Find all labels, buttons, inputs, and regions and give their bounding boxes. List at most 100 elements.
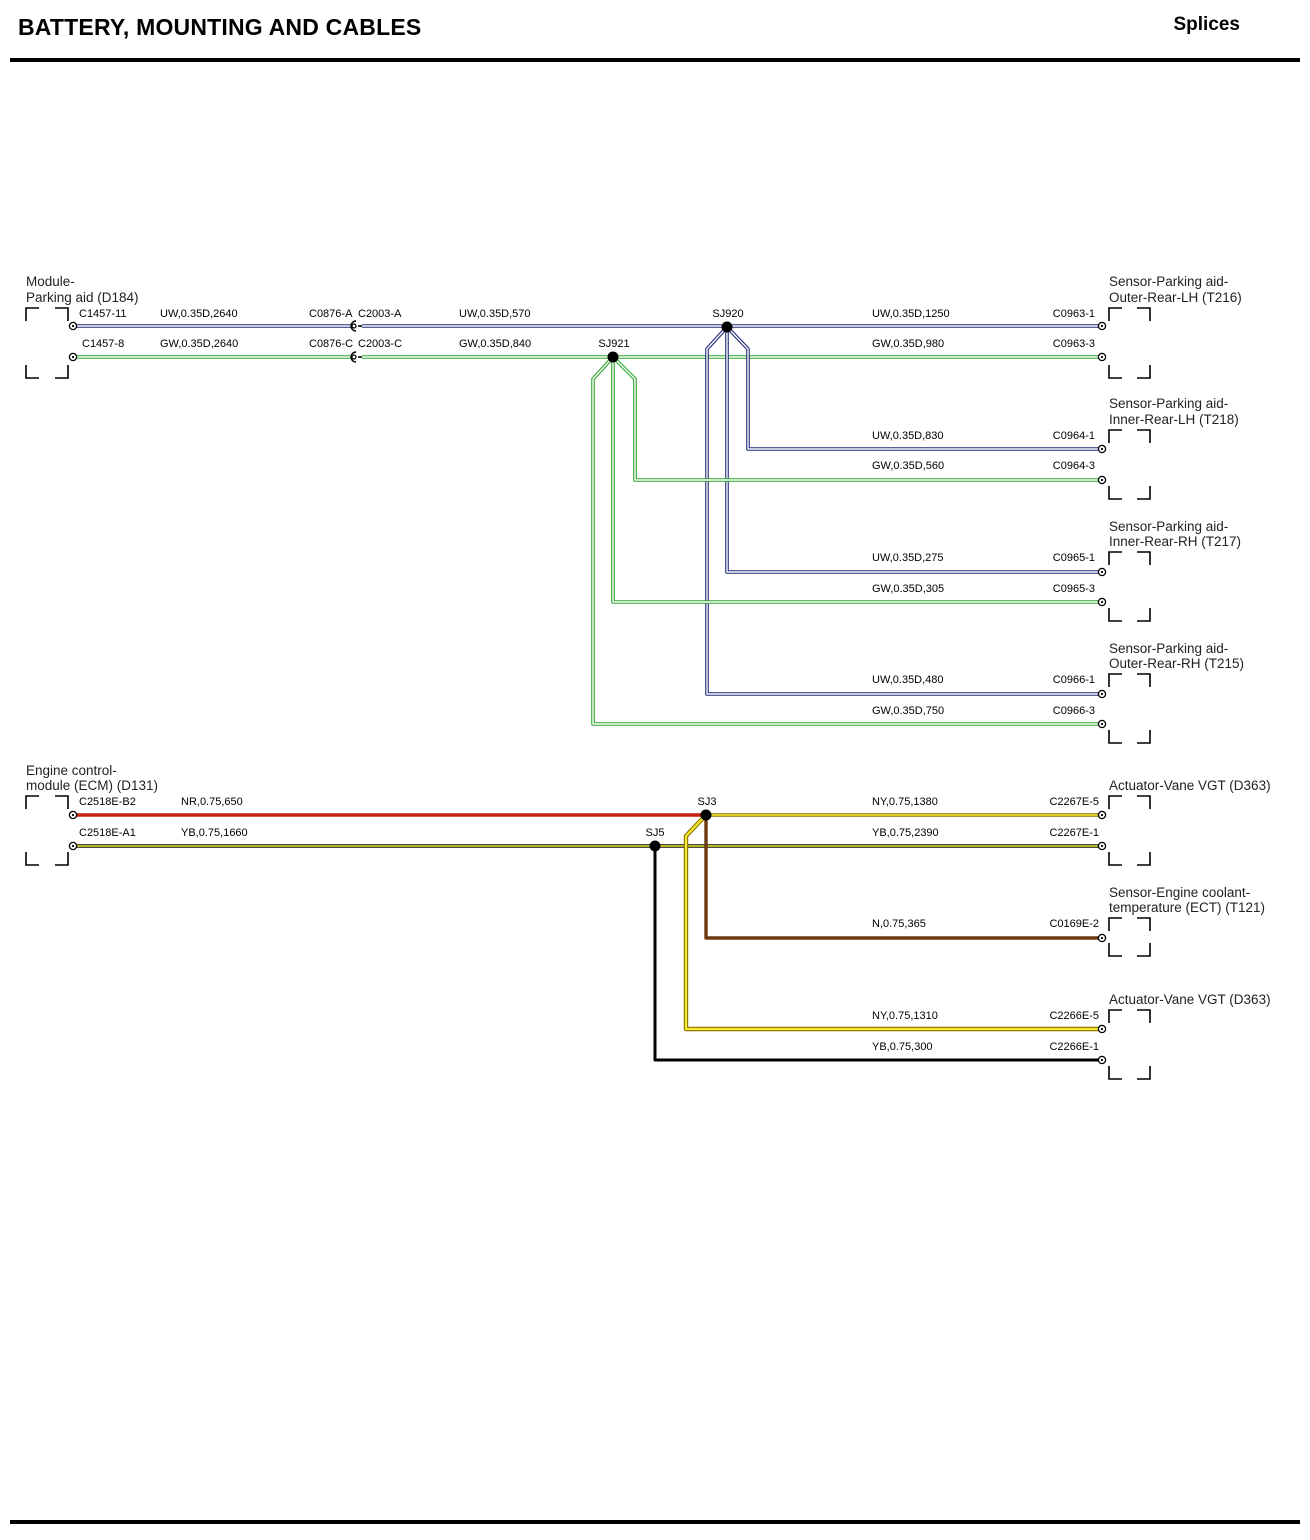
wire-core bbox=[726, 327, 1102, 573]
splice-points bbox=[607, 321, 733, 852]
bracket-corner bbox=[1137, 551, 1151, 565]
bracket-corner bbox=[1108, 852, 1122, 866]
wire-core bbox=[706, 326, 1102, 695]
connector-pin-dot bbox=[1100, 692, 1104, 696]
connector-c0876-c: C0876-C bbox=[309, 338, 353, 350]
splice-label-sj5: SJ5 bbox=[646, 827, 665, 839]
connector-c0965-3: C0965-3 bbox=[1053, 583, 1095, 595]
bracket-corner bbox=[25, 307, 39, 321]
bracket-corner bbox=[55, 852, 69, 866]
connector-pin-dot bbox=[1100, 1027, 1104, 1031]
wires bbox=[73, 324, 1102, 1062]
section-title: Splices bbox=[1173, 14, 1240, 35]
wire-label: UW,0.35D,1250 bbox=[872, 308, 950, 320]
connector-c0169e-2: C0169E-2 bbox=[1049, 918, 1099, 930]
wire-core bbox=[612, 357, 1102, 603]
component-t215-line1: Sensor-Parking aid- bbox=[1109, 641, 1228, 656]
bracket-corner bbox=[55, 795, 69, 809]
wire-core bbox=[726, 326, 1102, 450]
connector-pins bbox=[68, 321, 1107, 1065]
splice-point bbox=[721, 321, 733, 333]
wire-label: UW,0.35D,2640 bbox=[160, 308, 238, 320]
wire-label: NY,0.75,1310 bbox=[872, 1010, 938, 1022]
wire-edge bbox=[705, 325, 1102, 696]
bracket-corner bbox=[1108, 1009, 1122, 1023]
wire-label: UW,0.35D,480 bbox=[872, 674, 944, 686]
wire-label: NY,0.75,1380 bbox=[872, 796, 938, 808]
wire bbox=[704, 815, 1102, 940]
wire-core bbox=[592, 356, 1102, 725]
component-d363-b: Actuator-Vane VGT (D363) bbox=[1109, 992, 1271, 1007]
bracket-corner bbox=[1137, 429, 1151, 443]
connector-c2003-a: C2003-A bbox=[358, 308, 402, 320]
wire-core bbox=[612, 356, 1102, 481]
bracket-corner bbox=[1108, 365, 1122, 379]
wire-label: GW,0.35D,2640 bbox=[160, 338, 238, 350]
bracket-corner bbox=[1137, 943, 1151, 957]
component-t216-line1: Sensor-Parking aid- bbox=[1109, 274, 1228, 289]
bracket-corner bbox=[1137, 917, 1151, 931]
page-title: BATTERY, MOUNTING AND CABLES bbox=[18, 14, 422, 40]
bracket-corner bbox=[1108, 730, 1122, 744]
bracket-corner bbox=[25, 365, 39, 379]
connector-c2267e-1: C2267E-1 bbox=[1049, 827, 1099, 839]
bracket-corner bbox=[25, 852, 39, 866]
bracket-corner bbox=[1108, 307, 1122, 321]
header-rule bbox=[10, 58, 1300, 62]
bracket-corner bbox=[1137, 365, 1151, 379]
connector-pin-dot bbox=[1100, 355, 1104, 359]
wire-label: GW,0.35D,750 bbox=[872, 705, 944, 717]
connector-pin-dot bbox=[1100, 936, 1104, 940]
bracket-corner bbox=[1108, 608, 1122, 622]
connector-pin-dot bbox=[1100, 813, 1104, 817]
bracket-corner bbox=[1108, 486, 1122, 500]
connector-pin-dot bbox=[1100, 324, 1104, 328]
inline-connector-pin bbox=[351, 323, 357, 329]
component-brackets bbox=[25, 307, 1151, 1080]
bracket-corner bbox=[1108, 1066, 1122, 1080]
connector-c2518e-b2: C2518E-B2 bbox=[79, 796, 136, 808]
connector-pin-dot bbox=[1100, 570, 1104, 574]
bracket-corner bbox=[1108, 429, 1122, 443]
bracket-corner bbox=[1137, 673, 1151, 687]
wire bbox=[653, 846, 1102, 1062]
wire-core bbox=[684, 814, 1102, 1031]
component-d184-line2: Parking aid (D184) bbox=[26, 290, 139, 305]
connector-c0965-1: C0965-1 bbox=[1053, 552, 1095, 564]
component-t216-line2: Outer-Rear-LH (T216) bbox=[1109, 290, 1242, 305]
component-t215-line2: Outer-Rear-RH (T215) bbox=[1109, 656, 1244, 671]
bracket-corner bbox=[1137, 486, 1151, 500]
bracket-corner bbox=[1108, 943, 1122, 957]
splice-label-sj3: SJ3 bbox=[698, 796, 717, 808]
connector-c2003-c: C2003-C bbox=[358, 338, 402, 350]
connector-c2518e-a1: C2518E-A1 bbox=[79, 827, 136, 839]
labels: Module- Parking aid (D184) Sensor-Parkin… bbox=[26, 274, 1271, 1053]
component-t217-line2: Inner-Rear-RH (T217) bbox=[1109, 534, 1241, 549]
wire-label: N,0.75,365 bbox=[872, 918, 926, 930]
splice-point bbox=[700, 809, 712, 821]
wire-label: GW,0.35D,305 bbox=[872, 583, 944, 595]
connector-c0966-3: C0966-3 bbox=[1053, 705, 1095, 717]
wire-edge bbox=[591, 355, 1102, 726]
component-t218-line2: Inner-Rear-LH (T218) bbox=[1109, 412, 1239, 427]
bracket-corner bbox=[55, 365, 69, 379]
inline-connector bbox=[350, 320, 357, 332]
component-d184-line1: Module- bbox=[26, 274, 75, 289]
connector-c0963-3: C0963-3 bbox=[1053, 338, 1095, 350]
connector-c0963-1: C0963-1 bbox=[1053, 308, 1095, 320]
wire-label: GW,0.35D,980 bbox=[872, 338, 944, 350]
connector-pin-dot bbox=[71, 844, 75, 848]
connector-pin-dot bbox=[1100, 722, 1104, 726]
connector-c2266e-5: C2266E-5 bbox=[1049, 1010, 1099, 1022]
connector-pin-dot bbox=[1100, 844, 1104, 848]
wire-label: UW,0.35D,570 bbox=[459, 308, 531, 320]
bracket-corner bbox=[1137, 1009, 1151, 1023]
footer-rule bbox=[10, 1520, 1300, 1524]
bracket-corner bbox=[1137, 795, 1151, 809]
connector-c2266e-1: C2266E-1 bbox=[1049, 1041, 1099, 1053]
component-d363-a: Actuator-Vane VGT (D363) bbox=[1109, 778, 1271, 793]
connector-pin-dot bbox=[1100, 600, 1104, 604]
connector-c2267e-5: C2267E-5 bbox=[1049, 796, 1099, 808]
bracket-corner bbox=[25, 795, 39, 809]
